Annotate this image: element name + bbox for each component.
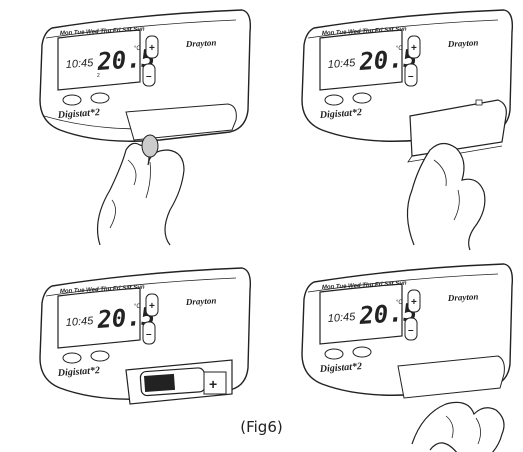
minus-label: –: [408, 71, 414, 82]
figure-caption: (Fig6): [0, 418, 523, 436]
brand-label: Drayton: [447, 37, 479, 49]
lcd-temp-unit: °C: [396, 300, 403, 306]
left-arrow-button[interactable]: [325, 95, 343, 105]
brand-label: Drayton: [185, 295, 217, 307]
right-arrow-button[interactable]: [91, 93, 109, 103]
lcd-time: 10:45: [65, 315, 94, 329]
minus-label: –: [146, 71, 152, 82]
cover-latch: [476, 100, 482, 105]
hand-icon: [407, 143, 484, 250]
minus-label: –: [408, 325, 414, 336]
plus-label: +: [149, 301, 155, 312]
right-arrow-button[interactable]: [353, 93, 371, 103]
lcd-time: 10:45: [65, 57, 94, 71]
step-3-battery-compartment: Mon Tue Wed Thu Fri Sat Sun 10:45 20.5 °…: [40, 268, 250, 404]
lcd-temp-unit: °C: [134, 46, 141, 52]
lcd-day-number: 2: [97, 73, 100, 79]
right-arrow-button[interactable]: [91, 351, 109, 361]
battery-polarity-label: +: [209, 376, 217, 392]
coin-icon: [142, 135, 158, 157]
left-arrow-button[interactable]: [63, 95, 81, 105]
left-arrow-button[interactable]: [63, 353, 81, 363]
lcd-time: 10:45: [327, 57, 356, 71]
brand-label: Drayton: [447, 291, 479, 303]
lcd-temp-unit: °C: [134, 304, 141, 310]
battery-icon: +: [140, 368, 226, 396]
step-1-coin-unlock: Mon Tue Wed Thu Fri Sat Sun 10:45 20.5 °…: [40, 10, 250, 245]
plus-label: +: [149, 43, 155, 54]
right-arrow-button[interactable]: [353, 347, 371, 357]
plus-label: +: [411, 297, 417, 308]
plus-label: +: [411, 43, 417, 54]
brand-label: Drayton: [185, 37, 217, 49]
step-2-open-cover: Mon Tue Wed Thu Fri Sat Sun 10:45 20.5 °…: [302, 10, 512, 250]
lcd-time: 10:45: [327, 311, 356, 325]
left-arrow-button[interactable]: [325, 349, 343, 359]
lcd-temp-unit: °C: [396, 46, 403, 52]
minus-label: –: [146, 329, 152, 340]
hand-icon: [98, 143, 184, 245]
